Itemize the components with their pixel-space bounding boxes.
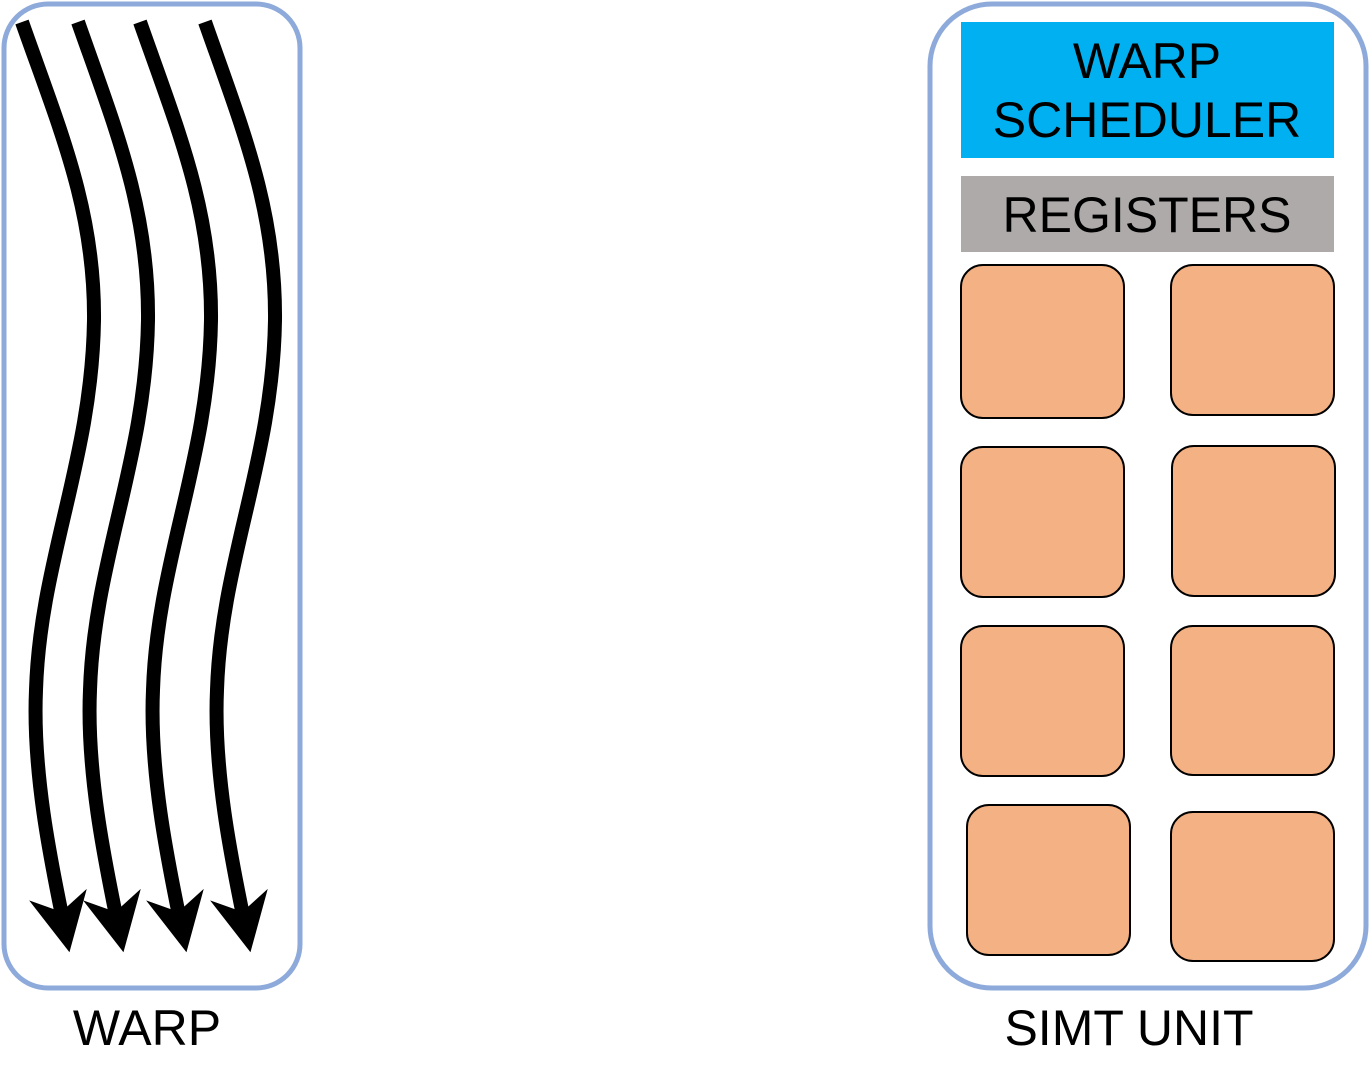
simt-unit-group: WARP SCHEDULER REGISTERS SIMT UNIT [927,1,1369,1056]
core-1 [960,264,1125,419]
registers-label: REGISTERS [1003,187,1292,243]
warp-container [1,1,303,991]
core-4 [1171,445,1336,597]
thread-arrow-3 [133,19,219,953]
warp-scheduler-label-line1: WARP [1073,33,1221,89]
core-3 [960,446,1125,598]
warp-threads [15,19,283,953]
registers-block [961,176,1334,252]
core-7 [966,804,1131,956]
thread-arrow-1 [15,19,102,953]
simt-unit-label: SIMT UNIT [1004,1000,1253,1056]
warp-scheduler-label-line2: SCHEDULER [993,92,1301,148]
core-6 [1170,625,1335,776]
core-8 [1170,811,1335,962]
core-2 [1170,264,1335,416]
thread-arrow-2 [71,19,156,953]
warp-scheduler-block [961,22,1334,158]
warp-label: WARP [73,1000,221,1056]
core-5 [960,625,1125,777]
warp-group: WARP [1,1,303,1056]
thread-arrow-4 [198,19,283,953]
core-grid [960,264,1336,962]
